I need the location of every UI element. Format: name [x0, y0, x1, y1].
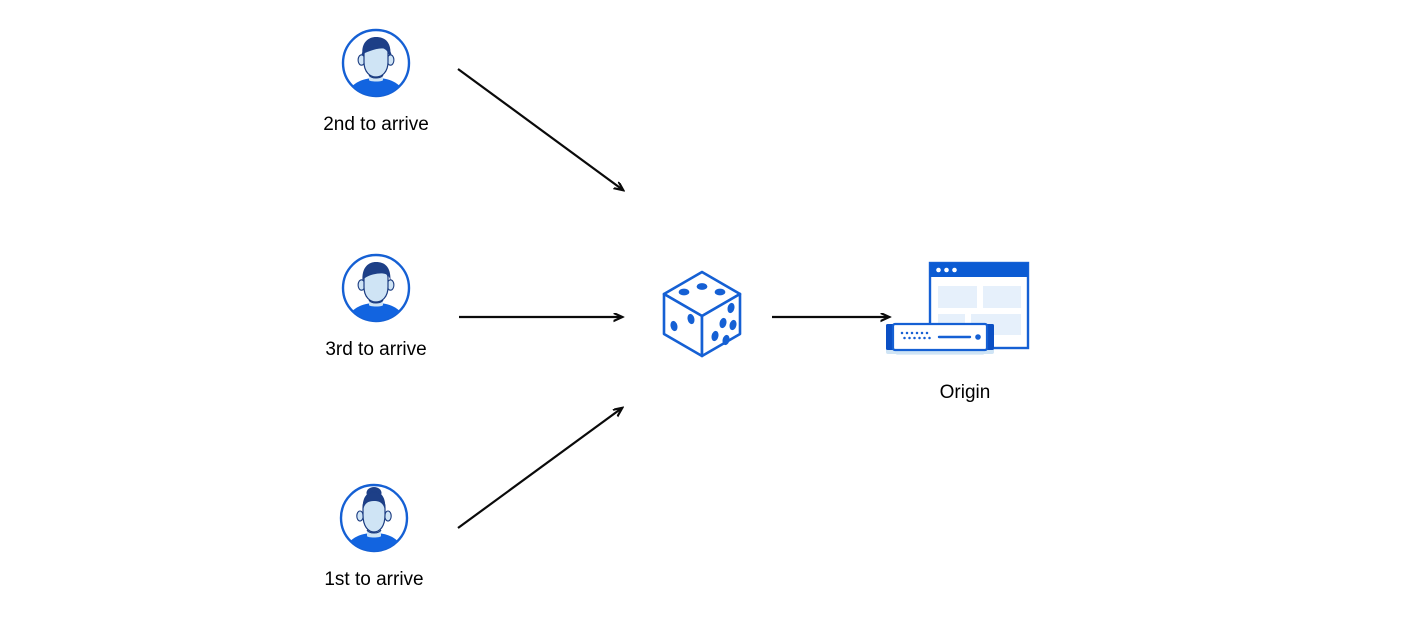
window-dot: [936, 267, 941, 273]
arrow-1st-to-dice: [457, 408, 622, 529]
window-dot: [944, 267, 949, 273]
node-label-visitor-3rd: 3rd to arrive: [325, 339, 427, 360]
user-avatar-icon: [341, 253, 411, 323]
node-label-visitor-2nd: 2nd to arrive: [323, 114, 429, 135]
node-visitor-2nd[interactable]: 2nd to arrive: [296, 27, 456, 137]
dice-left-pips: [670, 313, 695, 332]
origin-server-icon: [886, 261, 1030, 355]
content-block: [983, 286, 1021, 308]
dice-top-pips: [678, 283, 726, 296]
arrow-2nd-to-dice: [457, 68, 623, 190]
node-origin-server[interactable]: Origin: [875, 258, 1055, 405]
node-label-visitor-1st: 1st to arrive: [324, 569, 424, 590]
dice-icon: [662, 270, 742, 358]
node-visitor-3rd[interactable]: 3rd to arrive: [296, 252, 456, 362]
dice-right-pips: [711, 302, 737, 346]
server-status-led: [975, 334, 981, 340]
window-dot: [952, 267, 957, 273]
node-visitor-1st[interactable]: 1st to arrive: [294, 482, 454, 592]
user-avatar-icon: [339, 483, 409, 553]
node-label-origin: Origin: [939, 382, 991, 403]
content-block: [938, 286, 977, 308]
node-random-dice[interactable]: [660, 268, 744, 360]
user-avatar-icon: [341, 28, 411, 98]
server-vent-dots: [900, 331, 931, 340]
server-device-icon: [886, 322, 994, 355]
